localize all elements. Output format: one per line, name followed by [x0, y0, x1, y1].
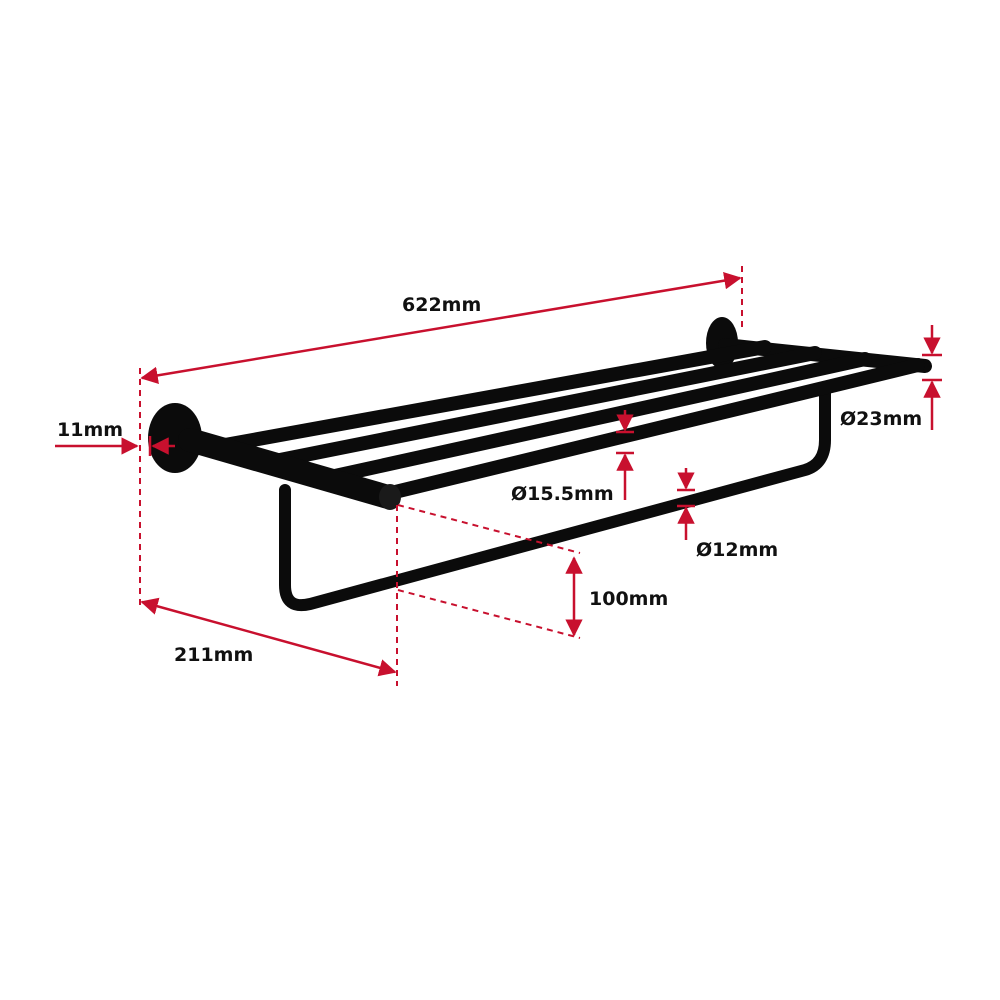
left-crossbar	[178, 428, 400, 509]
towel-loop	[279, 386, 831, 612]
plate-thickness-label: 11mm	[57, 419, 124, 441]
loop-drop-label: 100mm	[589, 588, 669, 610]
plate-diameter-label: Ø23mm	[840, 408, 923, 430]
loop-diameter-label: Ø12mm	[696, 539, 779, 561]
left-crossbar-end-cap	[379, 484, 401, 510]
length-label: 622mm	[402, 294, 482, 316]
rail-diameter-label: Ø15.5mm	[511, 483, 614, 505]
towel-rack	[148, 317, 932, 612]
rail-4	[388, 358, 925, 499]
rail-3	[328, 352, 872, 483]
dimension-lines	[55, 266, 942, 686]
left-wall-plate	[148, 403, 202, 473]
depth-label: 211mm	[174, 644, 254, 666]
